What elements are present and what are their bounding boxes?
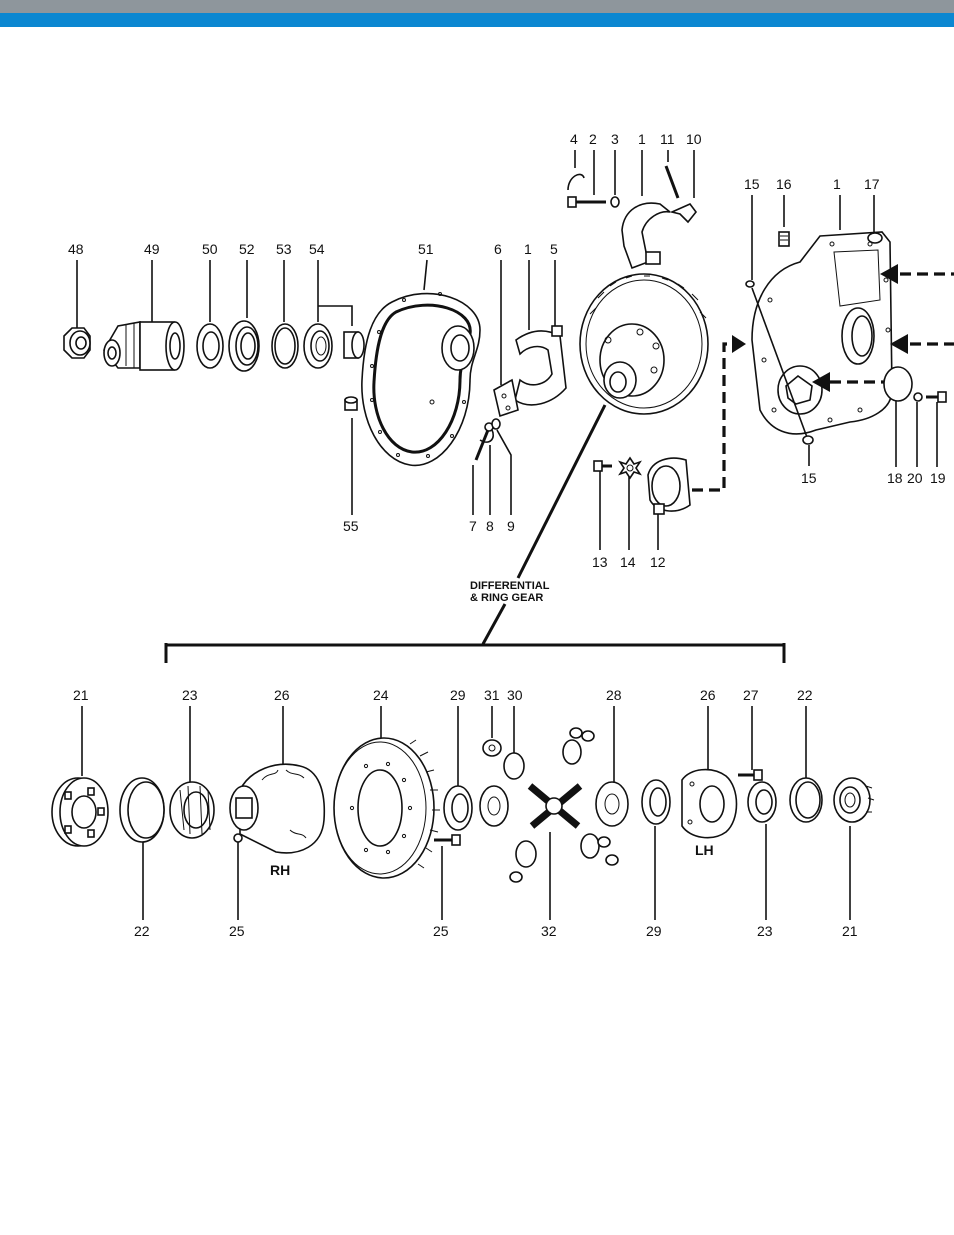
part-10-11-lock-pin <box>666 166 696 222</box>
callout-29a: 29 <box>450 687 466 703</box>
part-21-adjuster-left <box>52 778 108 846</box>
callout-10: 10 <box>686 131 702 147</box>
callout-22a: 22 <box>797 687 813 703</box>
part-48-nut <box>64 328 90 358</box>
callout-21b: 21 <box>842 923 858 939</box>
callout-21a: 21 <box>73 687 89 703</box>
part-54-bearing <box>304 324 364 368</box>
part-51-cover-plate <box>362 293 480 466</box>
callout-14: 14 <box>620 554 636 570</box>
part-53-snap-ring <box>272 324 298 368</box>
callout-25b: 25 <box>433 923 449 939</box>
part-14-lockwasher <box>620 458 640 478</box>
part-side-gear-left <box>480 786 508 826</box>
part-25-nut-small <box>234 834 242 842</box>
part-55-plug <box>345 397 357 410</box>
callout-6: 6 <box>494 241 502 257</box>
part-32-spider <box>530 786 580 826</box>
callout-48: 48 <box>68 241 84 257</box>
differential-caption-line2: & RING GEAR <box>470 592 543 604</box>
part-28-side-gear-right <box>596 782 628 826</box>
callout-15b: 15 <box>801 470 817 486</box>
part-1-carrier-housing <box>746 232 892 444</box>
part-22-cup-left <box>120 778 164 842</box>
callout-8: 8 <box>486 518 494 534</box>
callout-49: 49 <box>144 241 160 257</box>
callout-23b: 23 <box>757 923 773 939</box>
callout-18: 18 <box>887 470 903 486</box>
callout-1c: 1 <box>524 241 532 257</box>
callout-28: 28 <box>606 687 622 703</box>
callout-1a: 1 <box>638 131 646 147</box>
part-29-thrust-washer-right <box>642 780 670 824</box>
callout-52: 52 <box>239 241 255 257</box>
callout-53: 53 <box>276 241 292 257</box>
callout-29b: 29 <box>646 923 662 939</box>
part-differential-assembly <box>580 274 708 414</box>
callout-9: 9 <box>507 518 515 534</box>
callout-32: 32 <box>541 923 557 939</box>
callout-19: 19 <box>930 470 946 486</box>
part-18-20-19-cover <box>884 367 946 402</box>
callout-1b: 1 <box>833 176 841 192</box>
callout-11: 11 <box>660 131 675 147</box>
callout-22b: 22 <box>134 923 150 939</box>
part-23-cone-left <box>170 782 214 838</box>
part-49-yoke <box>104 322 184 370</box>
differential-bracket <box>166 405 784 663</box>
callout-26a: 26 <box>274 687 290 703</box>
rh-label: RH <box>270 862 290 878</box>
callout-20: 20 <box>907 470 923 486</box>
part-31-30-pinion-washer <box>483 740 524 779</box>
callout-3: 3 <box>611 131 619 147</box>
callout-24: 24 <box>373 687 389 703</box>
callout-13: 13 <box>592 554 608 570</box>
callout-7: 7 <box>469 518 477 534</box>
callout-31: 31 <box>484 687 500 703</box>
callout-5: 5 <box>550 241 558 257</box>
part-24-ring-gear <box>334 738 440 878</box>
part-26-case-rh <box>230 764 324 853</box>
callout-55: 55 <box>343 518 359 534</box>
part-23-cone-right <box>748 782 776 822</box>
part-50-washer <box>197 324 223 368</box>
callout-2: 2 <box>589 131 597 147</box>
part-7-8-9-bolt-pin <box>476 419 500 460</box>
callout-30: 30 <box>507 687 523 703</box>
callout-4: 4 <box>570 131 578 147</box>
callout-27: 27 <box>743 687 759 703</box>
part-1-bearing-cap-top <box>622 203 670 268</box>
callout-15a: 15 <box>744 176 760 192</box>
part-1-bearing-cap-left <box>515 326 566 405</box>
part-27-bolt <box>738 770 762 780</box>
callout-51: 51 <box>418 241 434 257</box>
part-12-retainer <box>648 458 690 514</box>
callout-17: 17 <box>864 176 880 192</box>
part-26-case-lh <box>682 770 737 838</box>
callout-25a: 25 <box>229 923 245 939</box>
callout-23a: 23 <box>182 687 198 703</box>
part-22-cup-right <box>790 778 822 822</box>
part-29-thrust-washer-left <box>444 786 472 830</box>
callout-12: 12 <box>650 554 666 570</box>
lh-label: LH <box>695 842 714 858</box>
callout-54: 54 <box>309 241 325 257</box>
part-52-seal <box>229 321 259 371</box>
callout-50: 50 <box>202 241 218 257</box>
part-13-bolt <box>594 461 612 471</box>
callout-26b: 26 <box>700 687 716 703</box>
differential-caption-line1: DIFFERENTIAL <box>470 580 550 592</box>
part-25-bolt <box>434 835 460 845</box>
part-21-adjuster-right <box>834 778 874 822</box>
callout-16: 16 <box>776 176 792 192</box>
part-6-lock <box>494 380 518 416</box>
